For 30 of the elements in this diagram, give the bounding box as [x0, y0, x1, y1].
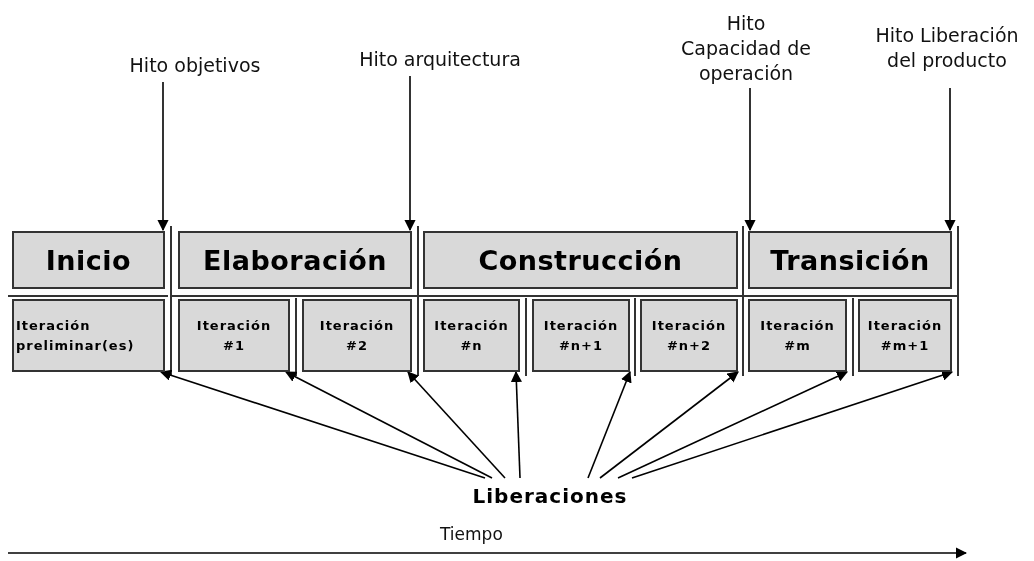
arrow — [404, 75, 416, 232]
arrow — [157, 81, 169, 232]
iteration-box: Iteración #m+1 — [858, 299, 952, 372]
arrow — [407, 371, 506, 479]
arrow — [587, 370, 632, 479]
arrow — [631, 369, 954, 479]
arrow — [285, 371, 493, 479]
release-label: Liberaciones — [450, 478, 650, 514]
arrow — [617, 371, 848, 479]
milestone-label: Hito arquitectura — [325, 42, 555, 76]
arrow — [599, 371, 739, 479]
phase-box: Elaboración — [178, 231, 412, 289]
phase-box: Inicio — [12, 231, 165, 289]
arrow — [510, 370, 522, 479]
axis-label: Tiempo — [440, 524, 503, 544]
iteration-box: Iteración #m — [748, 299, 847, 372]
milestone-label: Hito objetivos — [120, 48, 270, 82]
phase-box: Transición — [748, 231, 952, 289]
phase-box: Construcción — [423, 231, 738, 289]
milestone-label: Hito Capacidad de operación — [680, 8, 812, 88]
iteration-box: Iteración #n+2 — [640, 299, 738, 372]
arrow — [744, 87, 756, 232]
milestone-label: Hito Liberación del producto — [872, 8, 1022, 88]
iteration-box: Iteración #n+1 — [532, 299, 630, 372]
iteration-box: Iteración #2 — [302, 299, 412, 372]
arrow — [944, 87, 956, 232]
iteration-box: Iteración preliminar(es) — [12, 299, 165, 372]
arrow — [159, 369, 486, 479]
iteration-box: Iteración #n — [423, 299, 520, 372]
iteration-box: Iteración #1 — [178, 299, 290, 372]
